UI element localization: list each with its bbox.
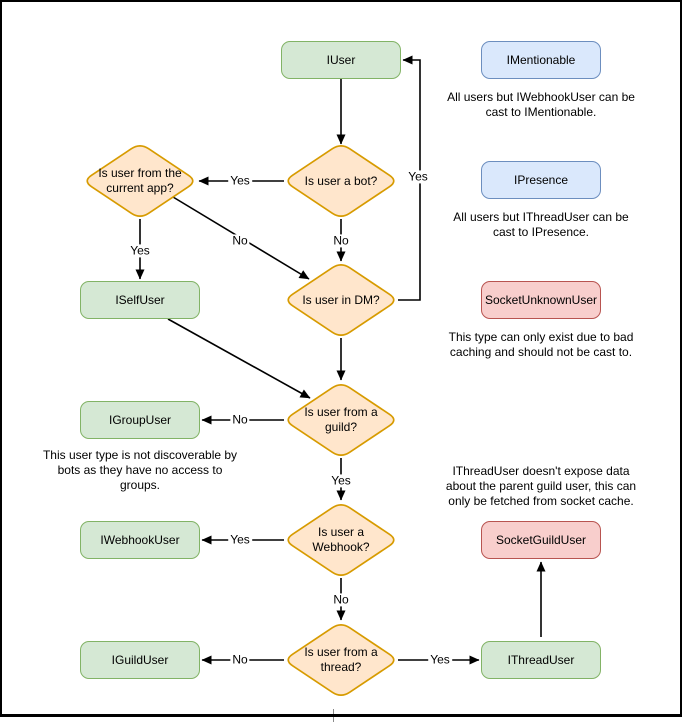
- node-imentionable: IMentionable: [481, 41, 601, 79]
- node-ipresence: IPresence: [481, 161, 601, 199]
- node-iwebhookuser: IWebhookUser: [80, 521, 200, 559]
- decision-from-guild: Is user from a guild?: [304, 405, 378, 434]
- node-label: IGuildUser: [111, 653, 169, 667]
- note-ipresence: All users but IThreadUser can be cast to…: [453, 210, 629, 240]
- node-igroupuser: IGroupUser: [80, 401, 200, 439]
- note-ithreaduser: IThreadUser doesn't expose data about th…: [445, 464, 637, 509]
- edge-label-guild-yes: Yes: [329, 473, 353, 488]
- edge-label-guild-no: No: [230, 412, 250, 427]
- node-label: SocketGuildUser: [495, 533, 587, 547]
- page-boundary-tick: [333, 709, 334, 722]
- edge-label-bot-no: No: [331, 233, 351, 248]
- node-socketguilduser: SocketGuildUser: [481, 521, 601, 559]
- note-imentionable: All users but IWebhookUser can be cast t…: [447, 90, 635, 120]
- node-label: SocketUnknownUser: [484, 293, 598, 307]
- edge-label-webhook-yes: Yes: [228, 532, 252, 547]
- node-socketunknownuser: SocketUnknownUser: [481, 281, 601, 319]
- edge-label-app-no: No: [230, 233, 250, 248]
- node-label: IMentionable: [506, 53, 576, 67]
- edge-label-dm-yes: Yes: [406, 169, 430, 184]
- node-label: ISelfUser: [115, 293, 165, 307]
- decision-from-current-app: Is user from the current app?: [98, 166, 182, 195]
- decision-is-webhook: Is user a Webhook?: [312, 525, 370, 554]
- edge-label-bot-yes: Yes: [228, 173, 252, 188]
- edge-iselfuser-to-fromguild: [167, 318, 311, 399]
- node-iselfuser: ISelfUser: [80, 281, 200, 319]
- node-iuser: IUser: [281, 41, 401, 79]
- edge-label-app-yes: Yes: [128, 243, 152, 258]
- node-iguilduser: IGuildUser: [80, 641, 200, 679]
- note-socketunknownuser: This type can only exist due to bad cach…: [448, 330, 634, 360]
- node-label: IPresence: [513, 173, 569, 187]
- note-igroupuser: This user type is not discoverable by bo…: [42, 448, 238, 493]
- node-label: IThreadUser: [507, 653, 575, 667]
- decision-from-thread: Is user from a thread?: [304, 645, 378, 674]
- decision-in-dm: Is user in DM?: [302, 292, 380, 307]
- edge-label-thread-yes: Yes: [428, 652, 452, 667]
- node-label: IWebhookUser: [100, 533, 180, 547]
- node-label: IUser: [326, 53, 356, 67]
- node-label: IGroupUser: [108, 413, 172, 427]
- node-ithreaduser: IThreadUser: [481, 641, 601, 679]
- decision-is-bot: Is user a bot?: [304, 173, 378, 188]
- edge-label-thread-no: No: [230, 652, 250, 667]
- edge-label-webhook-no: No: [331, 592, 351, 607]
